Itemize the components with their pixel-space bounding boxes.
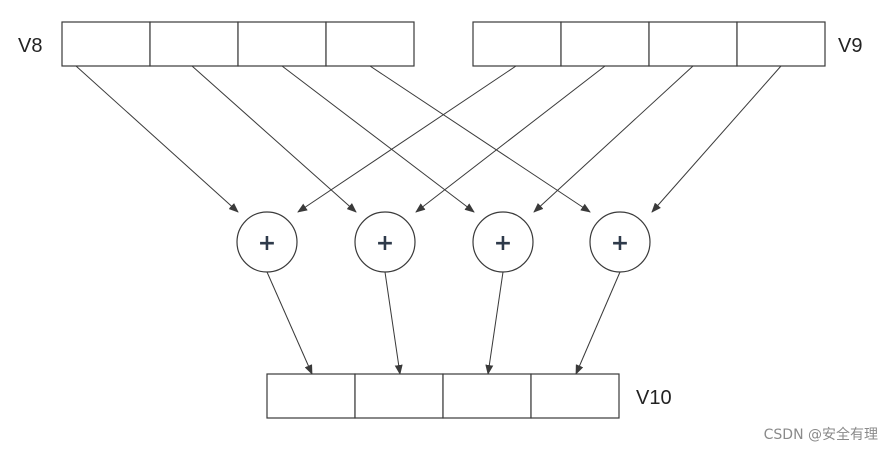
v8-cell-3 bbox=[325, 21, 415, 67]
adder-2: + bbox=[472, 211, 534, 273]
register-v8: V8 bbox=[18, 21, 415, 67]
register-v10: V10 bbox=[266, 373, 672, 419]
register-v9: V9 bbox=[472, 21, 862, 67]
v9-cell-0 bbox=[472, 21, 562, 67]
arrow-v8-3 bbox=[369, 65, 591, 213]
adder-to-v10-arrows bbox=[266, 271, 621, 375]
arrow-out-0 bbox=[266, 271, 313, 375]
arrow-v9-2 bbox=[533, 65, 694, 213]
arrow-v9-1 bbox=[415, 65, 606, 213]
v9-cell-3 bbox=[736, 21, 826, 67]
plus-icon: + bbox=[376, 231, 394, 256]
v10-cell-3 bbox=[530, 373, 620, 419]
arrow-v9-3 bbox=[651, 65, 782, 213]
arrow-out-2 bbox=[485, 271, 504, 375]
arrow-v8-1 bbox=[191, 65, 357, 213]
arrow-out-1 bbox=[384, 271, 403, 375]
plus-icon: + bbox=[611, 231, 629, 256]
v10-cell-1 bbox=[354, 373, 444, 419]
v9-cell-1 bbox=[560, 21, 650, 67]
v9-to-adder-arrows bbox=[297, 65, 782, 213]
v8-label: V8 bbox=[18, 35, 42, 57]
arrow-v9-0 bbox=[297, 65, 517, 213]
arrow-v8-2 bbox=[281, 65, 475, 213]
v8-cell-1 bbox=[149, 21, 239, 67]
v10-cell-2 bbox=[442, 373, 532, 419]
v8-to-adder-arrows bbox=[75, 65, 591, 213]
adder-3: + bbox=[589, 211, 651, 273]
v8-cell-2 bbox=[237, 21, 327, 67]
v10-cell-0 bbox=[266, 373, 356, 419]
adder-0: + bbox=[236, 211, 298, 273]
watermark: CSDN @安全有理 bbox=[763, 427, 878, 443]
v10-label: V10 bbox=[636, 387, 672, 409]
adder-1: + bbox=[354, 211, 416, 273]
arrow-v8-0 bbox=[75, 65, 239, 213]
v9-label: V9 bbox=[838, 35, 862, 57]
v9-cell-2 bbox=[648, 21, 738, 67]
plus-icon: + bbox=[258, 231, 276, 256]
v8-cell-0 bbox=[61, 21, 151, 67]
adders: + + + + bbox=[236, 211, 651, 273]
plus-icon: + bbox=[494, 231, 512, 256]
arrow-out-3 bbox=[575, 271, 621, 375]
